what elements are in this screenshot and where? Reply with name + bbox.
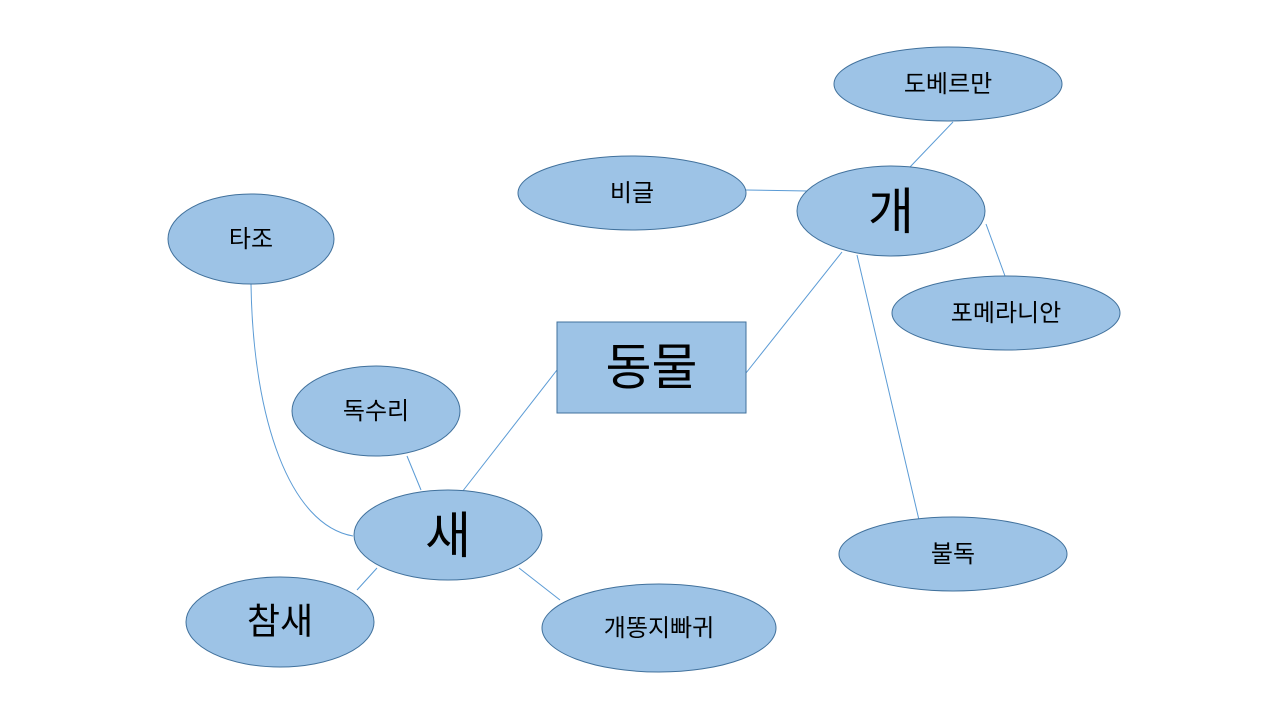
edge-animal-dog [745,251,843,374]
edge-dog-bulldog [856,254,920,521]
edge-dog-pomeranian [985,223,1006,277]
node-thrush-label: 개똥지빠귀 [604,614,714,642]
edge-bird-thrush [518,567,561,601]
edge-bird-ostrich [250,283,354,537]
edge-dog-doberman [909,121,954,168]
node-bulldog: 불독 [838,516,1068,592]
node-thrush: 개똥지빠귀 [541,583,777,673]
node-beagle: 비글 [517,155,747,231]
edge-animal-bird [461,369,558,493]
edge-bird-eagle [406,455,422,491]
node-doberman: 도베르만 [833,46,1063,122]
center-node-animal: 동물 [556,321,747,414]
node-pomeranian-label: 포메라니안 [951,299,1061,327]
node-ostrich-label: 타조 [229,225,273,253]
center-node-label: 동물 [606,339,698,397]
node-dog-label: 개 [868,183,914,241]
node-beagle-label: 비글 [610,179,654,207]
node-bulldog-label: 불독 [931,540,975,568]
node-dog: 개 [796,165,986,257]
node-doberman-label: 도베르만 [904,70,992,98]
node-bird: 새 [353,489,543,581]
node-sparrow: 참새 [185,576,375,668]
node-eagle-label: 독수리 [343,397,409,425]
node-ostrich: 타조 [167,193,335,285]
node-eagle: 독수리 [291,365,461,457]
node-bird-label: 새 [425,507,471,565]
edge-bird-sparrow [356,567,378,591]
node-pomeranian: 포메라니안 [891,275,1121,351]
node-sparrow-label: 참새 [247,602,313,643]
edge-dog-beagle [745,189,809,192]
edges [250,121,1006,601]
